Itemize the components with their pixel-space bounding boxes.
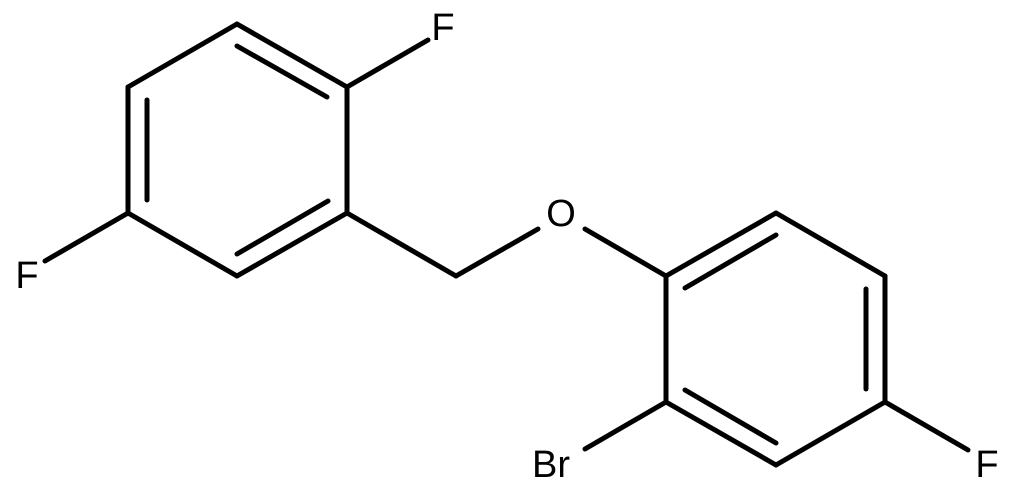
bond-c1-f-top: [344, 37, 431, 90]
bond-ring1-c2-c3: [125, 21, 240, 90]
atom-labels: F F O Br F: [15, 7, 998, 486]
atom-label-f-top: F: [431, 7, 454, 49]
atom-label-f-right: F: [975, 444, 998, 486]
bond-c6-ch2: [344, 210, 459, 279]
atom-label-br: Br: [532, 444, 570, 486]
bond-c6-br: [582, 399, 669, 452]
bond-ring2-c1-c2: [663, 210, 779, 279]
bond-ring2-c2-c3: [773, 210, 888, 279]
bond-ring2-c1-c2-inner: [682, 232, 779, 291]
bond-ring2-c4-c5: [773, 399, 888, 468]
bond-ring1-c1-c2: [234, 21, 350, 90]
bond-ring1-c1-c2-inner: [234, 43, 330, 100]
bond-o-ring2: [582, 226, 669, 279]
atom-label-f-left: F: [15, 255, 38, 297]
bond-ch2-o: [453, 226, 541, 279]
bond-ring2-c5-c6-inner: [682, 387, 779, 446]
atom-label-o-ether: O: [546, 193, 576, 235]
bond-c4-f-right: [882, 399, 971, 453]
bond-c4-f-left: [42, 210, 131, 264]
bond-ring1-c4-c5: [125, 210, 240, 279]
bonds: [42, 21, 971, 468]
bond-ring2-c5-c6: [663, 399, 779, 468]
bond-ring1-c5-c6-inner: [234, 198, 331, 257]
bond-ring1-c5-c6: [234, 210, 350, 279]
